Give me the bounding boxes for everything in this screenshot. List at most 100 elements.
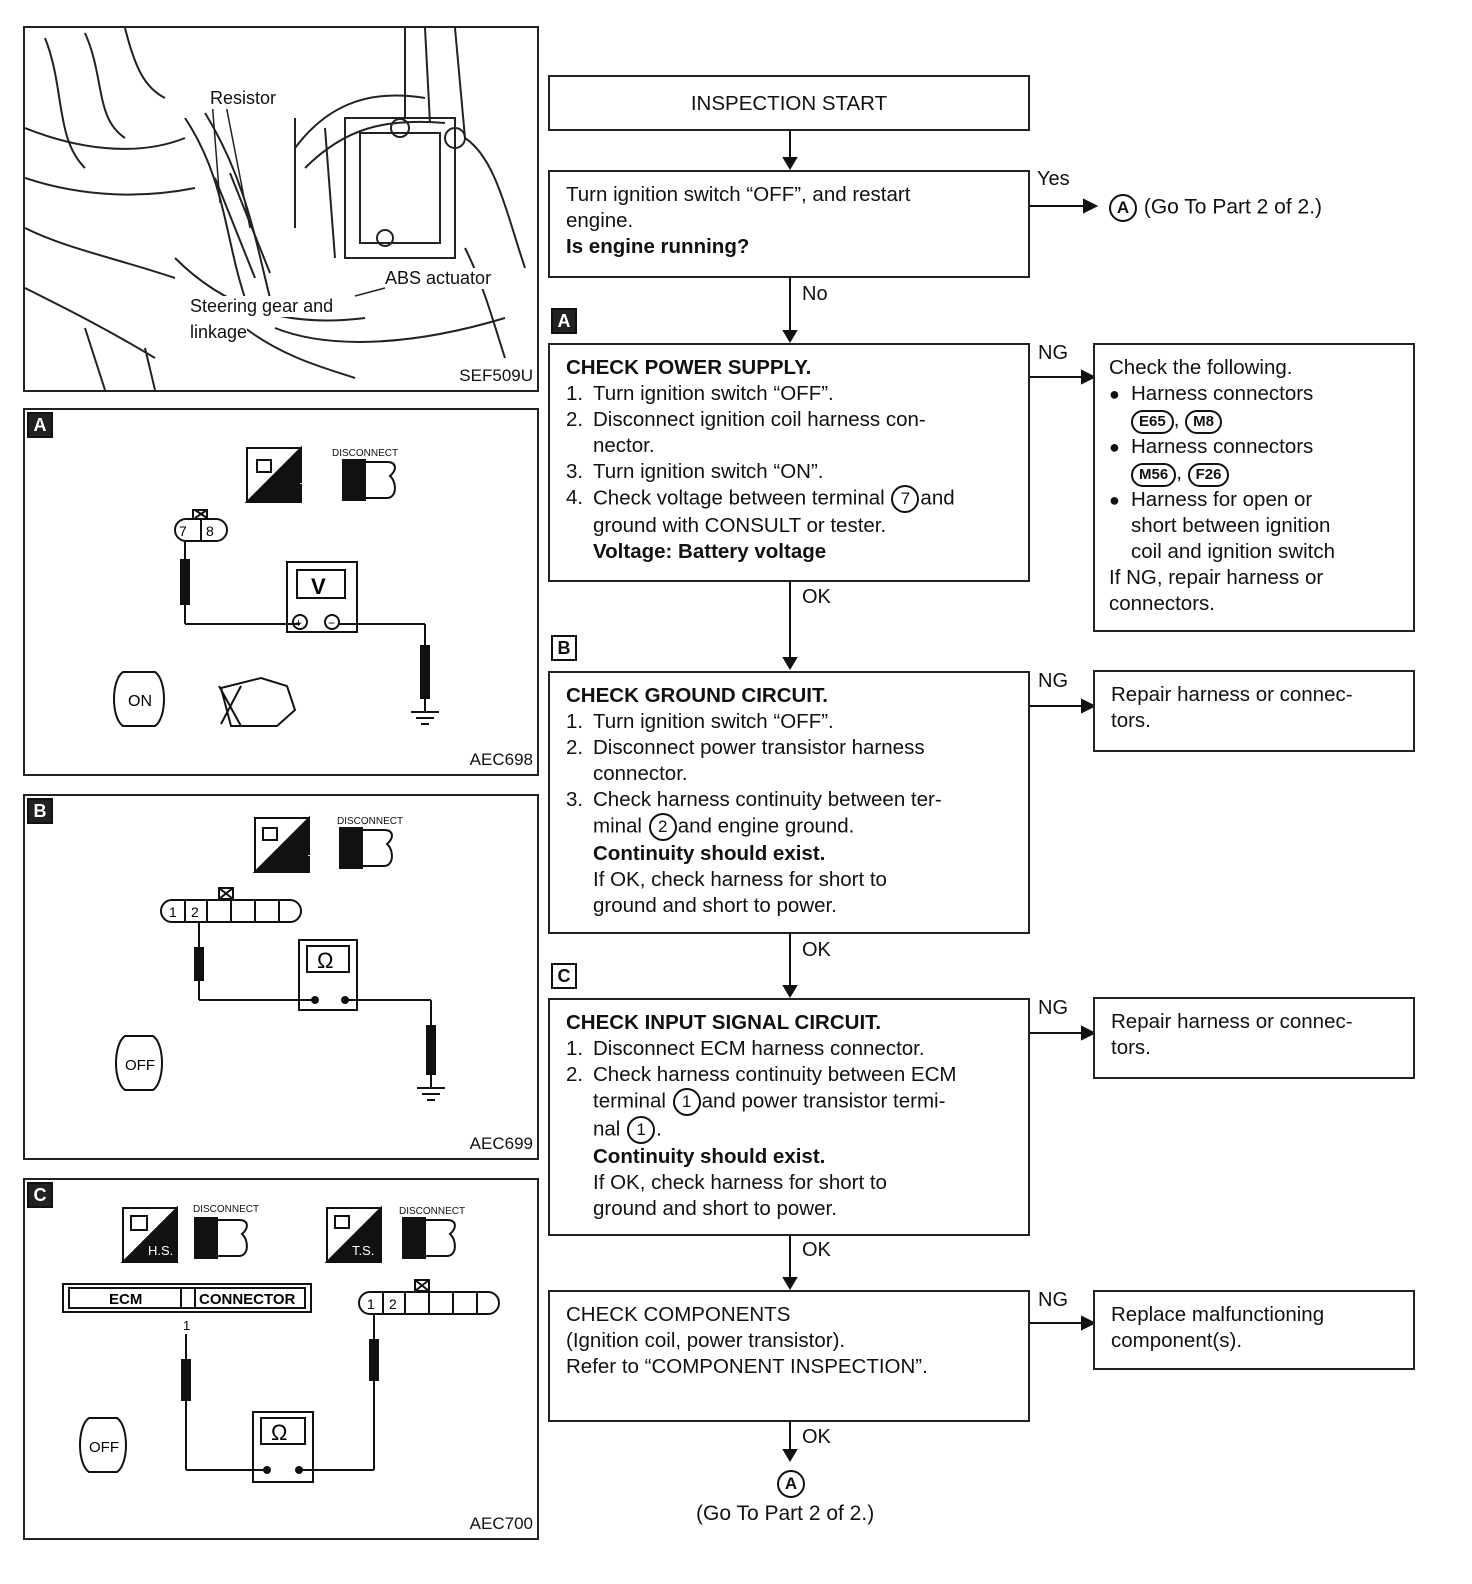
ok-label-a: OK (802, 586, 831, 608)
step-a-item: ground with CONSULT or tester. (593, 514, 887, 537)
connector-m8-icon: M8 (1185, 410, 1222, 434)
figure-code: SEF509U (459, 366, 533, 385)
inspection-start-text: INSPECTION START (690, 92, 888, 115)
ohmmeter-symbol: Ω (317, 948, 333, 973)
check-components-box: CHECK COMPONENTS (Ignition coil, power t… (548, 1290, 1030, 1422)
check-following-box: Check the following. Harness connectors … (1093, 343, 1415, 632)
ng-a-bullet-3: Harness for open or (1109, 487, 1399, 513)
disconnect-text: DISCONNECT (193, 1204, 259, 1215)
steering-gear-label: Steering gear and (190, 296, 334, 317)
ng-a-bullet-1: Harness connectors (1109, 381, 1399, 407)
step-c-badge: C (551, 963, 577, 989)
plus-terminal: + (295, 616, 302, 630)
engine-illustration-panel: Resistor ABS actuator Steering gear and … (23, 26, 539, 392)
panel-letter-badge: B (27, 798, 53, 824)
step-a-title: CHECK POWER SUPPLY. (566, 356, 812, 379)
ts-icon-text: T.S. (308, 852, 330, 867)
ecm-text: ECM (109, 1291, 142, 1308)
ok-label-b: OK (802, 939, 831, 961)
replace-component-box: Replace malfunctioning component(s). (1093, 1290, 1415, 1370)
connector-a-bottom: A (776, 1470, 806, 1498)
pin-8: 8 (206, 523, 214, 539)
panel-a-diagram: T.S. DISCONNECT 7 8 V + − ON (113, 445, 439, 727)
connector-text: CONNECTOR (199, 1291, 296, 1308)
step-b-title: CHECK GROUND CIRCUIT. (566, 684, 828, 707)
ng-b-line2: tors. (1111, 709, 1151, 732)
step-a-item: 1.Turn ignition switch “OFF”. (566, 382, 834, 405)
linkage-label: linkage (190, 322, 248, 343)
key-off-text: OFF (125, 1057, 155, 1074)
repair-harness-box-b: Repair harness or connec- tors. (1093, 670, 1415, 752)
repair-harness-box-c: Repair harness or connec- tors. (1093, 997, 1415, 1079)
ng-label-b: NG (1038, 670, 1068, 692)
pin-2: 2 (389, 1296, 397, 1312)
step-c-title: CHECK INPUT SIGNAL CIRCUIT. (566, 1011, 882, 1034)
goto-part2-bottom: (Go To Part 2 of 2.) (696, 1502, 875, 1525)
ok-label-c: OK (802, 1239, 831, 1261)
ng-d-line2: component(s). (1111, 1329, 1243, 1352)
ng-c-line2: tors. (1111, 1036, 1151, 1059)
yes-label: Yes (1037, 168, 1070, 190)
step-a-item: nector. (593, 434, 655, 457)
ng-a-bullet-2: Harness connectors (1109, 434, 1399, 460)
abs-actuator-label: ABS actuator (385, 268, 492, 289)
key-on-text: ON (128, 693, 152, 710)
pin-1: 1 (169, 904, 177, 920)
step1-line1: Turn ignition switch “OFF”, and restart (566, 183, 911, 206)
step-a-item: 3.Turn ignition switch “ON”. (566, 460, 824, 483)
step-b-badge: B (551, 635, 577, 661)
step-a-item: 2.Disconnect ignition coil harness con- (566, 408, 926, 431)
step-b-list: 1.Turn ignition switch “OFF”. 2.Disconne… (566, 710, 942, 917)
resistor-label: Resistor (210, 88, 277, 109)
check-input-signal-box: CHECK INPUT SIGNAL CIRCUIT. 1.Disconnect… (548, 998, 1030, 1236)
step-c-list: 1.Disconnect ECM harness connector. 2.Ch… (566, 1037, 957, 1220)
check-ground-circuit-box: CHECK GROUND CIRCUIT. 1.Turn ignition sw… (548, 671, 1030, 934)
ts-icon-text: T.S. (352, 1243, 374, 1258)
step-d-line1: CHECK COMPONENTS (566, 1303, 791, 1326)
step-a-spec: Voltage: Battery voltage (593, 540, 827, 563)
connector-a-icon: A (777, 1470, 805, 1498)
ts-icon-text: T.S. (300, 480, 322, 495)
ng-label-a: NG (1038, 342, 1068, 364)
ohmmeter-symbol: Ω (271, 1420, 287, 1445)
step1-question: Is engine running? (566, 235, 750, 258)
pin-1: 1 (367, 1296, 375, 1312)
ng-c-line1: Repair harness or connec- (1111, 1010, 1353, 1033)
ng-a-connectors-1: E65, M8 (1109, 407, 1399, 434)
ng-a-tail-1: If NG, repair harness or (1109, 566, 1324, 589)
connector-f26-icon: F26 (1187, 463, 1230, 487)
terminal-7-icon: 7 (891, 485, 920, 513)
step1-line2: engine. (566, 209, 634, 232)
step-a-badge: A (551, 308, 577, 334)
minus-terminal: − (328, 616, 335, 630)
key-off-text: OFF (89, 1439, 119, 1456)
restart-engine-box: Turn ignition switch “OFF”, and restart … (548, 170, 1030, 278)
pin-7: 7 (179, 523, 187, 539)
disconnect-text: DISCONNECT (332, 448, 398, 459)
panel-a: A T.S. DISCONNECT 7 8 V + − ON AEC698 (23, 408, 539, 776)
ng-a-title: Check the following. (1109, 356, 1293, 379)
ecm-pin-1: 1 (183, 1318, 190, 1333)
panel-b-diagram: T.S. DISCONNECT 1 2 Ω OFF (115, 815, 445, 1101)
panel-letter-badge: C (27, 1182, 53, 1208)
check-power-supply-box: CHECK POWER SUPPLY. 1.Turn ignition swit… (548, 343, 1030, 582)
ok-label-d: OK (802, 1426, 831, 1448)
hs-icon-text: H.S. (148, 1243, 173, 1258)
panel-letter-badge: A (27, 412, 53, 438)
figure-code: AEC699 (469, 1134, 533, 1153)
disconnect-text: DISCONNECT (337, 816, 403, 827)
ng-a-tail-2: connectors. (1109, 592, 1215, 615)
panel-c: C H.S. T.S. DISCONNECT DISCONNECT (23, 1178, 539, 1540)
terminal-1-icon: 1 (627, 1116, 656, 1144)
figure-code: AEC698 (469, 750, 533, 769)
panel-b: B T.S. DISCONNECT 1 2 Ω OFF AEC699 (23, 794, 539, 1160)
terminal-2-icon: 2 (648, 813, 677, 841)
ng-a-connectors-2: M56, F26 (1109, 460, 1399, 487)
goto-part2-text: (Go To Part 2 of 2.) (1143, 195, 1323, 219)
connector-m56-icon: M56 (1131, 463, 1177, 487)
engine-sketch (25, 28, 526, 390)
inspection-start-box: INSPECTION START (548, 75, 1030, 131)
step-d-line2: (Ignition coil, power transistor). (566, 1329, 846, 1352)
step-d-line3: Refer to “COMPONENT INSPECTION”. (566, 1355, 928, 1378)
